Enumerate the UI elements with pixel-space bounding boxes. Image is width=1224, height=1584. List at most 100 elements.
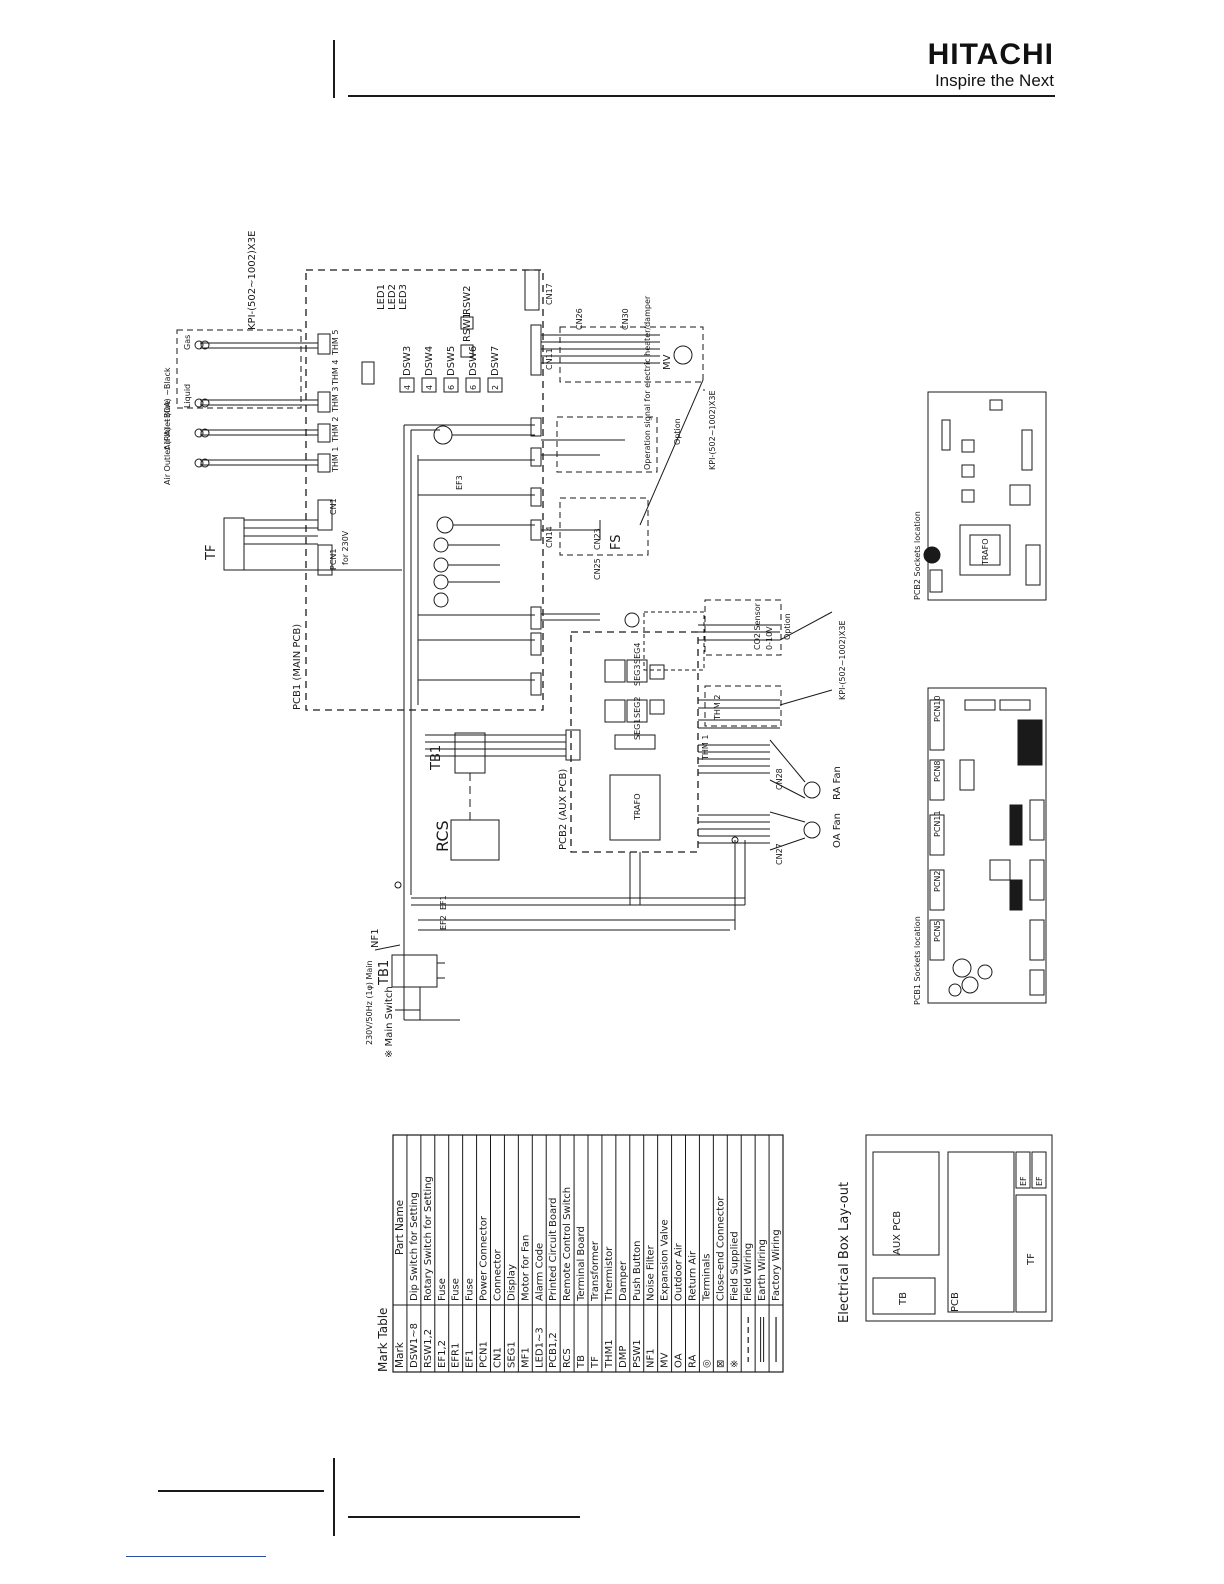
mark-table-cell-mark: THM1 [604,1339,615,1369]
brand-name: HITACHI [927,38,1054,71]
mark-table-cell-name: Display [506,1264,517,1301]
mark-table-cell-mark: PCB1,2 [548,1332,559,1368]
seg1-label: SEG1 [633,719,642,740]
brand-logo: HITACHI Inspire the Next [928,40,1054,92]
main-switch-label: ※ Main Switch [384,986,395,1058]
led3-label: LED3 [398,284,409,310]
mark-table-cell-mark: ⊠ [715,1360,726,1368]
option-label-1: Option [673,418,682,445]
dsw5-label: DSW5 [446,346,457,376]
mark-table-cell-mark: PSW1 [632,1339,643,1368]
cn14-label: CN14 [545,526,554,548]
mark-table-cell-mark: TB [576,1355,587,1369]
trafo-block [609,774,661,841]
model-label-top: KPI-(502~1002)X3E [247,231,258,330]
box-tf: TF [1026,1253,1037,1266]
aux-thm2-label: THM 2 [713,695,722,721]
box-tb: TB [898,1292,909,1306]
fs-label: FS [609,534,624,550]
ef3-label: EF3 [455,475,464,490]
mark-table-cell-name: Noise Filter [646,1244,657,1301]
tf-coil [223,517,245,571]
fs-box [559,497,649,556]
dsw4-size: 4 [425,385,434,390]
mark-table-cell-name: Expansion Valve [660,1219,671,1301]
dsw5-size: 6 [447,385,456,390]
sensor-box [704,599,782,656]
mark-table-cell-mark: ◎ [701,1359,712,1368]
sensor-range: 0-10V [765,626,774,650]
aux-thm1-label: THM 1 [701,735,710,761]
pcb2-sock-trafo: TRAFO [981,539,990,567]
oa-fan-label: OA Fan [832,813,843,848]
mark-table-cell-name: Terminal Board [576,1226,587,1302]
op-signal-label: Operation signal for electric heater/dam… [643,295,652,470]
mark-table-cell-mark: DMP [618,1346,629,1368]
footer-link-underline [126,1556,266,1557]
box-aux-pcb: AUX PCB [892,1211,903,1255]
pcb2-label: PCB2 (AUX PCB) [558,769,569,850]
mark-table-cell-name: Transformer [590,1240,601,1302]
rsw2-label: RSW2 [462,285,473,315]
cn17-label: CN17 [545,283,554,305]
box-pcb: PCB [950,1292,961,1312]
dsw7-size: 2 [491,385,500,390]
rsw1-label: RSW1 [462,312,473,342]
thm4-label: THM 4 [331,360,340,386]
thm1-label: THM 1 [331,447,340,473]
mark-table-cell-mark: RCS [562,1348,573,1368]
mark-table-title: Mark Table [376,1308,390,1372]
footer-rule-left [158,1490,324,1492]
mark-table-cell-name: Outdoor Air [674,1242,685,1301]
dsw6-size: 6 [469,385,478,390]
mark-table-cell-mark: PCN1 [479,1341,490,1368]
box-ef-1: EF [1019,1176,1028,1186]
pcb1-sock-pcn10: PCN10 [933,695,942,722]
header-vertical-rule [333,40,335,98]
pcb2-sockets-label: PCB2 Sockets location [913,511,922,600]
mark-table-cell-mark: TF [590,1356,601,1369]
cn26-label: CN26 [575,308,584,330]
cn1-label: CN1 [329,498,338,515]
dsw7-label: DSW7 [490,346,501,376]
pcb2-box [570,631,699,853]
header-horizontal-rule [348,95,1055,97]
for230-label: for 230V [341,530,350,565]
thm-desc-gas: Gas [183,335,192,350]
mv-box [559,326,704,383]
mark-table-cell-name: Dip Switch for Setting [409,1192,420,1301]
thm-desc-liquid: Liquid [183,384,192,408]
mark-table-cell-mark: EF1,2 [437,1340,448,1368]
pcn1-label: PCN1 [329,549,338,570]
option-box-2 [643,611,705,671]
mark-table-cell-mark: MV [660,1352,671,1368]
mark-table-header-mark: Mark [394,1341,406,1368]
mark-table-cell-name: Rotary Switch for Setting [423,1176,434,1301]
mv-label: MV [662,354,673,370]
mark-table-cell-name: Fuse [451,1278,462,1301]
pcb1-socket-board [927,687,1047,1004]
dsw3-label: DSW3 [402,346,413,376]
electrical-box-layout [865,1134,1053,1322]
mark-table-cell-mark: EFR1 [451,1343,462,1368]
ef1-label: EF1 [439,895,448,910]
mark-table-cell-name: Fuse [437,1278,448,1301]
option-label-2: Option [783,613,792,640]
aux-thm-box [704,685,782,727]
mark-table-cell-name: Thermistor [604,1246,615,1302]
tf-label: TF [204,545,219,561]
mark-table-cell-name: Return Air [688,1250,699,1301]
dsw3-size: 4 [403,385,412,390]
mark-table-cell-name: Alarm Code [534,1243,545,1301]
mark-table-cell-name: Push Button [632,1241,643,1301]
thm2-label: THM 2 [331,417,340,443]
ef2-label: EF2 [439,915,448,930]
mark-table-cell-mark: ※ [729,1360,740,1368]
mark-table-cell-name: Damper [618,1260,629,1301]
led1-label: LED1 [376,284,387,310]
footer-rule-mid [348,1516,580,1518]
pcb1-sock-pcn11: PCN11 [933,810,942,837]
mark-table-cell-name: Earth Wiring [757,1239,768,1301]
